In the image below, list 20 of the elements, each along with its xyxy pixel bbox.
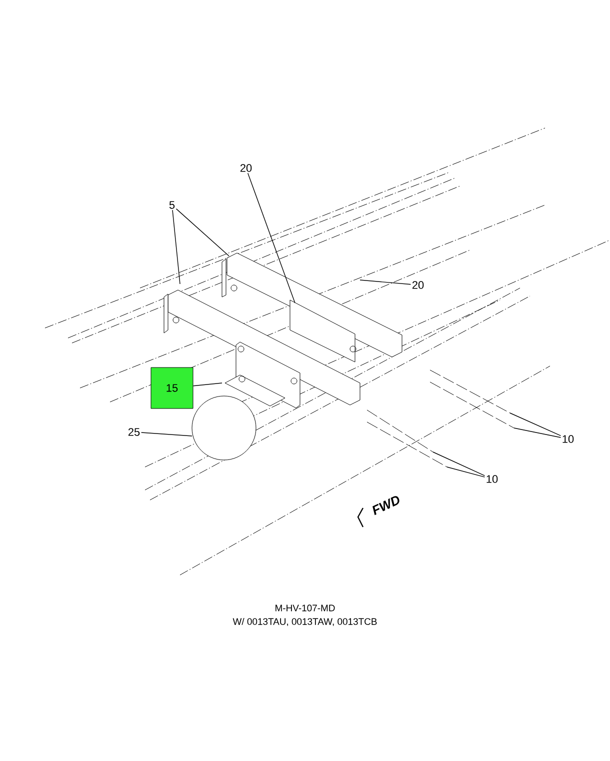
leader-line xyxy=(432,452,486,476)
leader-line xyxy=(248,172,296,304)
callout-number: 5 xyxy=(169,201,175,209)
callout-number: 10 xyxy=(562,435,574,443)
leader-line xyxy=(510,412,562,436)
callout-number: 25 xyxy=(128,428,140,436)
leader-line xyxy=(446,466,486,478)
drawing-number: M-HV-107-MD xyxy=(276,604,335,612)
callout-number: 10 xyxy=(486,475,498,483)
leader-line xyxy=(140,432,192,436)
applicability-note: W/ 0013TAU, 0013TAW, 0013TCB xyxy=(232,618,377,626)
leader-line xyxy=(514,428,562,438)
callout-number: 20 xyxy=(412,281,424,289)
direction-label: FWD xyxy=(372,496,400,516)
leader-line xyxy=(360,280,412,285)
leader-line xyxy=(176,208,230,256)
callout-number: 20 xyxy=(240,164,252,172)
leader-line xyxy=(192,382,222,386)
leader-line xyxy=(172,210,180,284)
callout-box: 15 xyxy=(150,367,194,409)
